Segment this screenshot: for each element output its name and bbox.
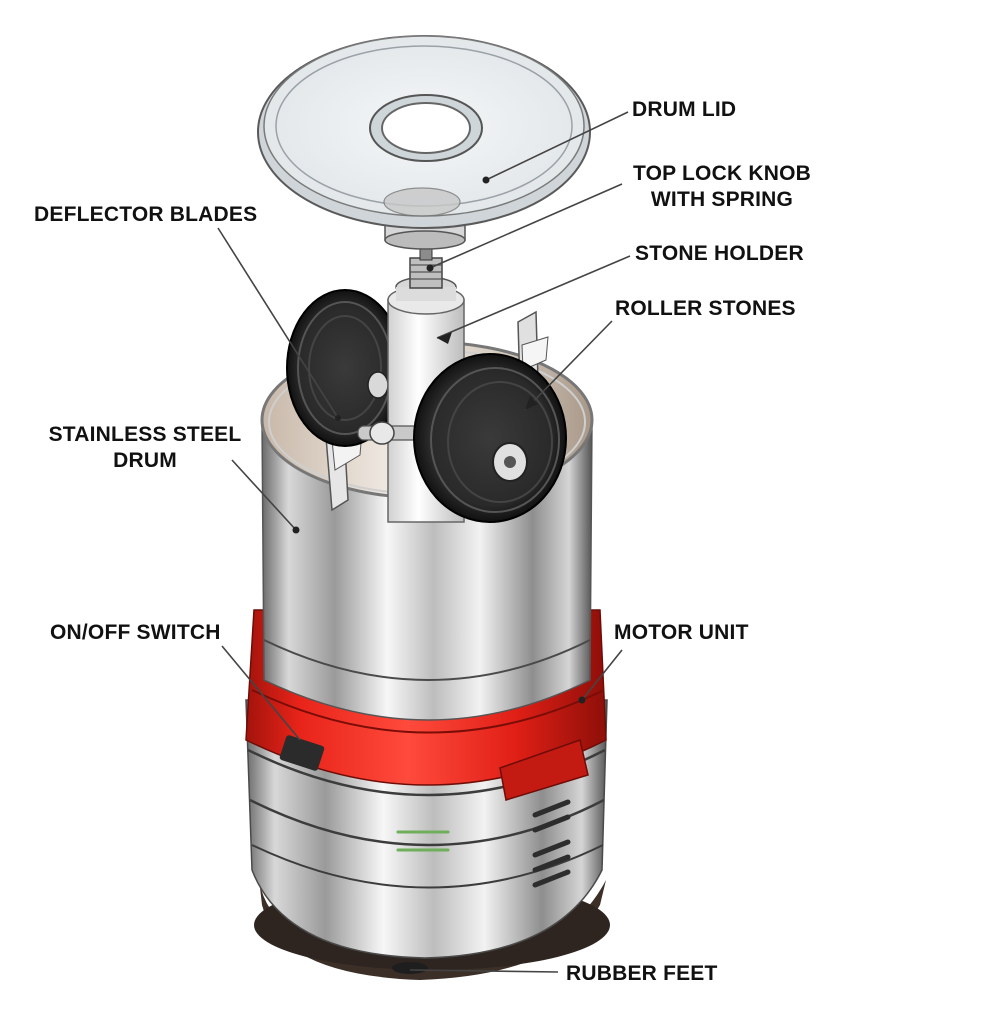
label-stainless-steel-drum-line2: DRUM: [113, 449, 177, 472]
label-deflector-blades: DEFLECTOR BLADES: [34, 203, 258, 226]
label-stone-holder: STONE HOLDER: [635, 242, 804, 265]
label-top-lock-knob-line2: WITH SPRING: [650, 188, 794, 211]
leader-lines: [217, 111, 631, 973]
label-top-lock-knob-line1: TOP LOCK KNOB: [632, 162, 811, 185]
label-stainless-steel-drum: STAINLESS STEEL DRUM: [30, 422, 260, 474]
label-rubber-feet: RUBBER FEET: [566, 962, 718, 985]
label-stainless-steel-drum-line1: STAINLESS STEEL: [48, 423, 242, 446]
drum-lid: [257, 35, 591, 250]
label-roller-stones: ROLLER STONES: [615, 297, 796, 320]
drum-internals: [286, 239, 567, 523]
label-drum-lid: DRUM LID: [632, 98, 737, 121]
label-top-lock-knob: TOP LOCK KNOB WITH SPRING: [622, 161, 822, 213]
label-on-off-switch: ON/OFF SWITCH: [50, 621, 221, 644]
leader-dots: [292, 176, 586, 704]
label-motor-unit: MOTOR UNIT: [614, 621, 749, 644]
roller-stone-front: [413, 353, 567, 523]
on-off-switch: [279, 735, 325, 771]
